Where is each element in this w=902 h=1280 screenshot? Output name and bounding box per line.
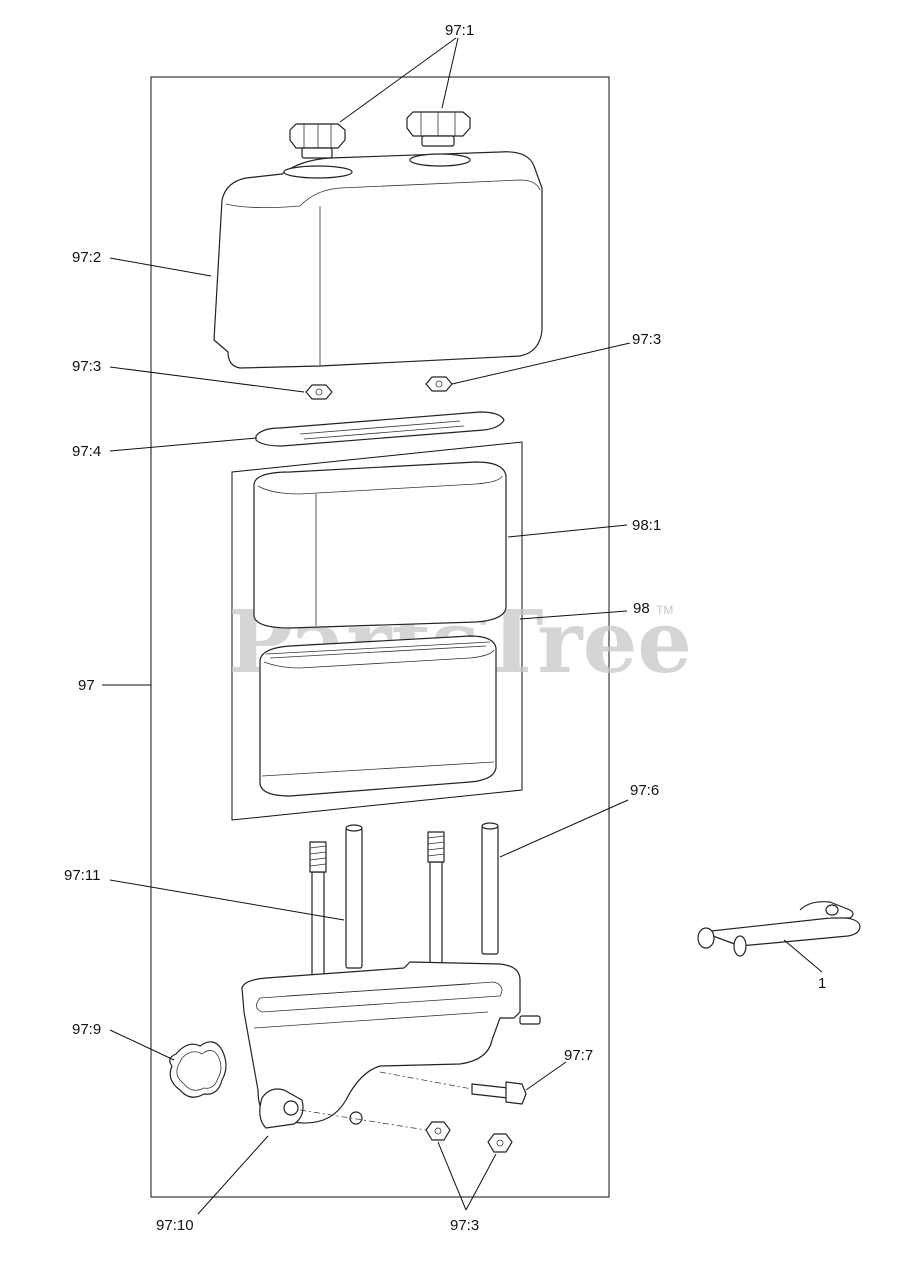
callout-97-3-right: 97:3: [632, 331, 661, 348]
callout-97-3-bottom: 97:3: [450, 1217, 479, 1234]
spacer-tube-right: [481, 822, 499, 955]
nut-bottom-right: [487, 1133, 513, 1153]
callout-97-4: 97:4: [72, 443, 101, 460]
seal-plate: [255, 411, 505, 447]
callout-97-1: 97:1: [445, 22, 474, 39]
watermark-trademark: TM: [656, 603, 673, 617]
callout-97-3-left: 97:3: [72, 358, 101, 375]
nut-top-right: [425, 376, 453, 392]
knob-left: [289, 123, 346, 159]
filter-element: [259, 635, 497, 797]
callout-98: 98: [633, 600, 650, 617]
leader-lines: [102, 37, 823, 1215]
callout-97-10: 97:10: [156, 1217, 194, 1234]
stud-right: [427, 831, 445, 991]
callout-97-6: 97:6: [630, 782, 659, 799]
stud-left: [309, 841, 327, 1003]
air-cleaner-cover: [213, 151, 543, 369]
callout-97-7: 97:7: [564, 1047, 593, 1064]
callout-98-1: 98:1: [632, 517, 661, 534]
oring-gasket: [169, 1041, 227, 1098]
callout-97-9: 97:9: [72, 1021, 101, 1038]
pre-cleaner: [253, 461, 507, 629]
callout-97: 97: [78, 677, 95, 694]
nut-bottom-left: [425, 1121, 451, 1141]
bolt-centerline: [379, 1071, 473, 1090]
callout-1: 1: [818, 975, 826, 992]
assembly-frame-97: [150, 76, 610, 1198]
assembly-frame-98: [231, 441, 523, 821]
callout-97-2: 97:2: [72, 249, 101, 266]
air-cleaner-base: [241, 961, 541, 1129]
nut-top-left: [305, 384, 333, 400]
bolt: [471, 1081, 527, 1105]
spacer-tube-left: [345, 824, 363, 969]
callout-97-11: 97:11: [64, 867, 100, 884]
wrench-tool: [697, 901, 861, 957]
knob-right: [406, 111, 471, 147]
